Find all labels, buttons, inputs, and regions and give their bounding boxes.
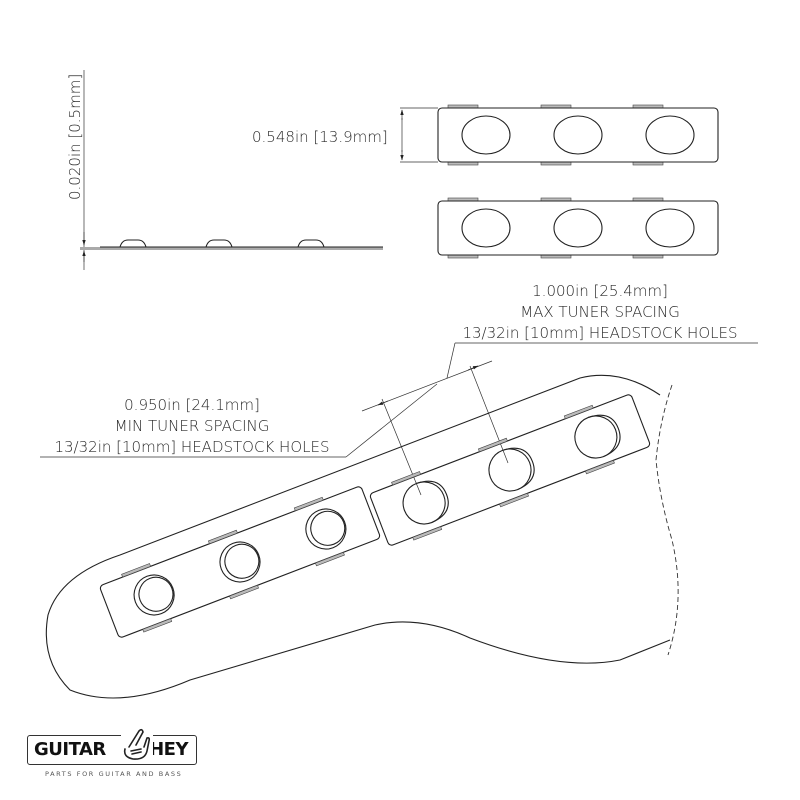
max-spacing-callout: 1.000in [25.4mm] MAX TUNER SPACING 13/32… <box>446 282 758 379</box>
side-view: 0.020in [0.5mm] <box>66 70 383 270</box>
rock-hand-icon <box>121 728 153 763</box>
plate-top-2 <box>437 197 719 259</box>
logo-word-right: HEY <box>149 739 188 760</box>
logo-word-left: GUITAR <box>34 739 106 760</box>
plate-headstock-right <box>369 394 651 546</box>
plate-top-1 <box>437 104 719 166</box>
guitarhey-logo: GUITAR HEY PARTS FOR GUITAR AND BASS <box>27 728 197 785</box>
min-spacing-callout: 0.950in [24.1mm] MIN TUNER SPACING 13/32… <box>40 383 438 458</box>
top-view: 0.548in [13.9mm] <box>252 104 719 259</box>
svg-text:0.950in [24.1mm]: 0.950in [24.1mm] <box>124 396 260 414</box>
thickness-dimension-label: 0.020in [0.5mm] <box>66 74 84 200</box>
svg-text:13/32in [10mm] HEADSTOCK HOLES: 13/32in [10mm] HEADSTOCK HOLES <box>54 438 329 456</box>
plate-headstock-left <box>99 486 381 638</box>
headstock-view <box>45 374 679 699</box>
svg-text:1.000in [25.4mm]: 1.000in [25.4mm] <box>532 282 668 300</box>
spacing-dimension-lines <box>361 360 509 496</box>
logo-tagline: PARTS FOR GUITAR AND BASS <box>45 770 183 778</box>
logo-box: GUITAR HEY <box>27 735 197 765</box>
svg-text:MIN TUNER SPACING: MIN TUNER SPACING <box>115 417 270 435</box>
svg-text:MAX TUNER SPACING: MAX TUNER SPACING <box>520 303 680 321</box>
width-dimension-label: 0.548in [13.9mm] <box>252 128 388 146</box>
svg-text:13/32in [10mm] HEADSTOCK HOLES: 13/32in [10mm] HEADSTOCK HOLES <box>462 324 737 342</box>
